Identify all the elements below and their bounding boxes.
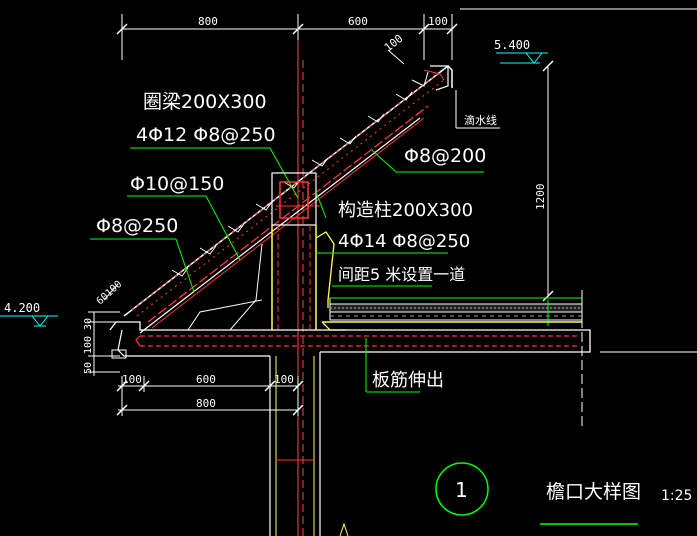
dim-bottom-100b: 100	[274, 373, 294, 386]
column-body	[187, 225, 335, 331]
main-beam	[109, 321, 697, 536]
dim-slope-100: 100	[382, 32, 406, 54]
ring-beam-callout: 圈梁200X300 4Φ12 Φ8@250	[130, 91, 299, 199]
rebar-callout-low: Φ8@250	[90, 215, 195, 293]
ring-beam-rebar: 4Φ12 Φ8@250	[136, 124, 276, 146]
dim-left-100: 100	[83, 336, 94, 354]
slope-dimension: 100	[382, 32, 406, 65]
dim-left-30: 30	[83, 318, 94, 330]
dim-slope-small: 60100	[95, 279, 125, 307]
dim-1200: 1200	[534, 184, 547, 211]
upper-elevation: 5.400	[494, 38, 548, 64]
detail-title-block: 1 檐口大样图 1:25	[435, 462, 692, 525]
elev-upper: 5.400	[494, 38, 530, 52]
drip-line-callout: 滴水线	[455, 90, 500, 129]
dim-top-100: 100	[428, 15, 448, 28]
rebar-callout-mid: Φ10@150	[127, 173, 241, 261]
floor-slab	[321, 290, 583, 430]
roof-slope	[123, 65, 453, 334]
detail-number: 1	[455, 478, 468, 502]
rebar-mid-label: Φ10@150	[130, 173, 224, 195]
bottom-marker	[339, 522, 349, 536]
dim-left-50: 50	[83, 362, 94, 374]
slab-note-callout: 板筋伸出	[365, 338, 444, 393]
column-title: 构造柱200X300	[338, 200, 473, 221]
dim-bottom-600: 600	[196, 373, 216, 386]
rebar-callout-top: Φ8@200	[371, 145, 486, 173]
ring-beam-title: 圈梁200X300	[143, 91, 267, 113]
elev-lower: 4.200	[4, 301, 40, 315]
detail-scale: 1:25	[661, 488, 692, 504]
rebar-top-label: Φ8@200	[404, 145, 486, 167]
lower-elevation: 4.200	[0, 301, 58, 327]
ring-beam-body	[271, 172, 320, 230]
rebar-low-label: Φ8@250	[96, 215, 178, 237]
detail-title: 檐口大样图	[546, 481, 641, 503]
detail-number-circle	[435, 462, 489, 516]
bottom-dimension-chain: 100 600 100 800	[116, 373, 304, 416]
dim-bottom-800: 800	[196, 397, 216, 410]
column-callout: 构造柱200X300 4Φ14 Φ8@250 间距5 米设置一道	[315, 191, 473, 287]
dim-top-800: 800	[198, 15, 218, 28]
top-dimension-chain: 800 600 100	[116, 8, 697, 60]
dim-bottom-100a: 100	[122, 373, 142, 386]
left-dimension-chain: 30 100 50 60100	[83, 279, 124, 376]
drip-line-label: 滴水线	[464, 113, 497, 127]
slab-note: 板筋伸出	[372, 370, 444, 391]
dim-top-600: 600	[348, 15, 368, 28]
column-rebar: 4Φ14 Φ8@250	[338, 231, 470, 252]
column-note: 间距5 米设置一道	[338, 265, 465, 284]
